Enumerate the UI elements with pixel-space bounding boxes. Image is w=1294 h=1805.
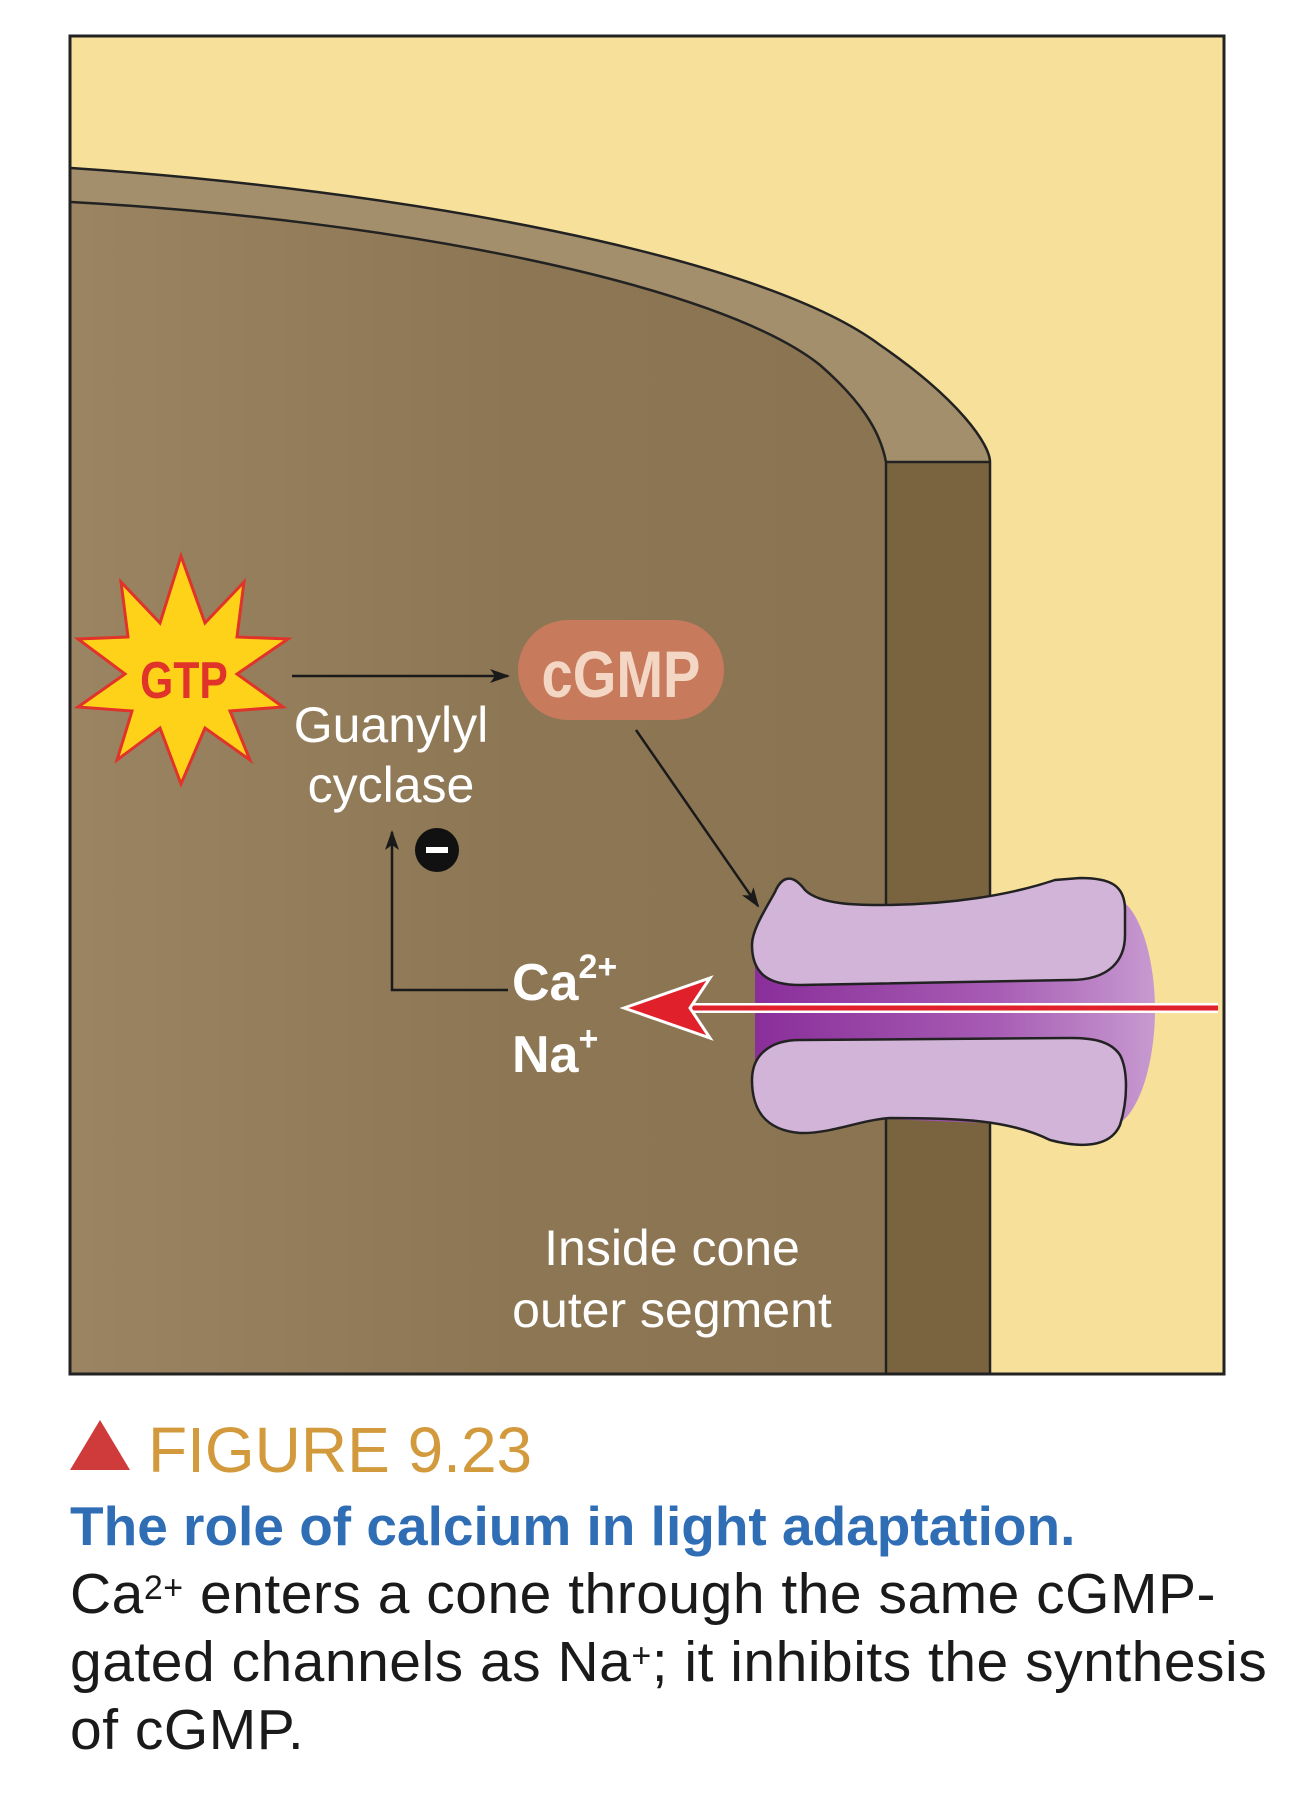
diagram-svg: GTP cGMP Guanylyl cyclase Ca2+ Na+ Insid…	[68, 34, 1226, 1376]
cgmp-label: cGMP	[542, 638, 701, 711]
caption-body-part1: Ca	[70, 1562, 144, 1626]
cgmp-pill	[518, 620, 724, 720]
figure-number-line: FIGURE 9.23	[70, 1410, 1270, 1490]
cgmp-badge: cGMP	[518, 620, 724, 720]
gtp-starburst: GTP	[73, 551, 293, 789]
ion-influx-arrow	[619, 975, 1218, 1041]
diagram-panel: GTP cGMP Guanylyl cyclase Ca2+ Na+ Insid…	[68, 34, 1226, 1376]
cytoplasm	[71, 202, 886, 1374]
calcium-feedback-arrow	[385, 830, 508, 992]
enzyme-label-line2: cyclase	[308, 757, 475, 813]
calcium-symbol: Ca	[512, 954, 580, 1012]
calcium-ion-label: Ca2+	[512, 948, 617, 1012]
figure-frame	[68, 34, 1226, 1376]
region-label-line1: Inside cone	[544, 1220, 800, 1276]
membrane-outer-line	[70, 166, 992, 1374]
caption-body-part3: ; it inhibits the synthesis of cGMP.	[70, 1630, 1268, 1762]
figure-caption: FIGURE 9.23 The role of calcium in light…	[70, 1410, 1270, 1764]
ion-influx-head	[619, 975, 714, 1041]
enzyme-label-line1: Guanylyl	[294, 697, 489, 753]
caption-sodium-charge: +	[631, 1637, 652, 1675]
cgmp-gated-channel	[750, 876, 1155, 1147]
caption-calcium-charge: 2+	[143, 1569, 184, 1607]
sodium-symbol: Na	[512, 1026, 580, 1084]
figure-number: FIGURE 9.23	[148, 1414, 533, 1486]
channel-subunit-lower	[750, 1036, 1128, 1147]
sodium-ion-label: Na+	[512, 1020, 598, 1084]
minus-sign	[426, 847, 448, 853]
triangle-icon	[70, 1420, 130, 1470]
caption-body: Ca2+ enters a cone through the same cGMP…	[70, 1560, 1270, 1764]
channel-subunit-upper	[750, 876, 1127, 987]
sodium-charge: +	[578, 1020, 598, 1058]
starburst-icon	[73, 551, 293, 789]
caption-body-part2: enters a cone through the same cGMP-gate…	[70, 1562, 1216, 1694]
region-label-line2: outer segment	[512, 1282, 832, 1338]
membrane-inner-line	[70, 200, 888, 1374]
calcium-charge: 2+	[578, 948, 617, 986]
cgmp-to-channel-arrow	[634, 729, 760, 908]
caption-title: The role of calcium in light adaptation.	[70, 1495, 1076, 1557]
inhibition-icon	[415, 828, 459, 872]
gtp-label: GTP	[140, 652, 228, 710]
